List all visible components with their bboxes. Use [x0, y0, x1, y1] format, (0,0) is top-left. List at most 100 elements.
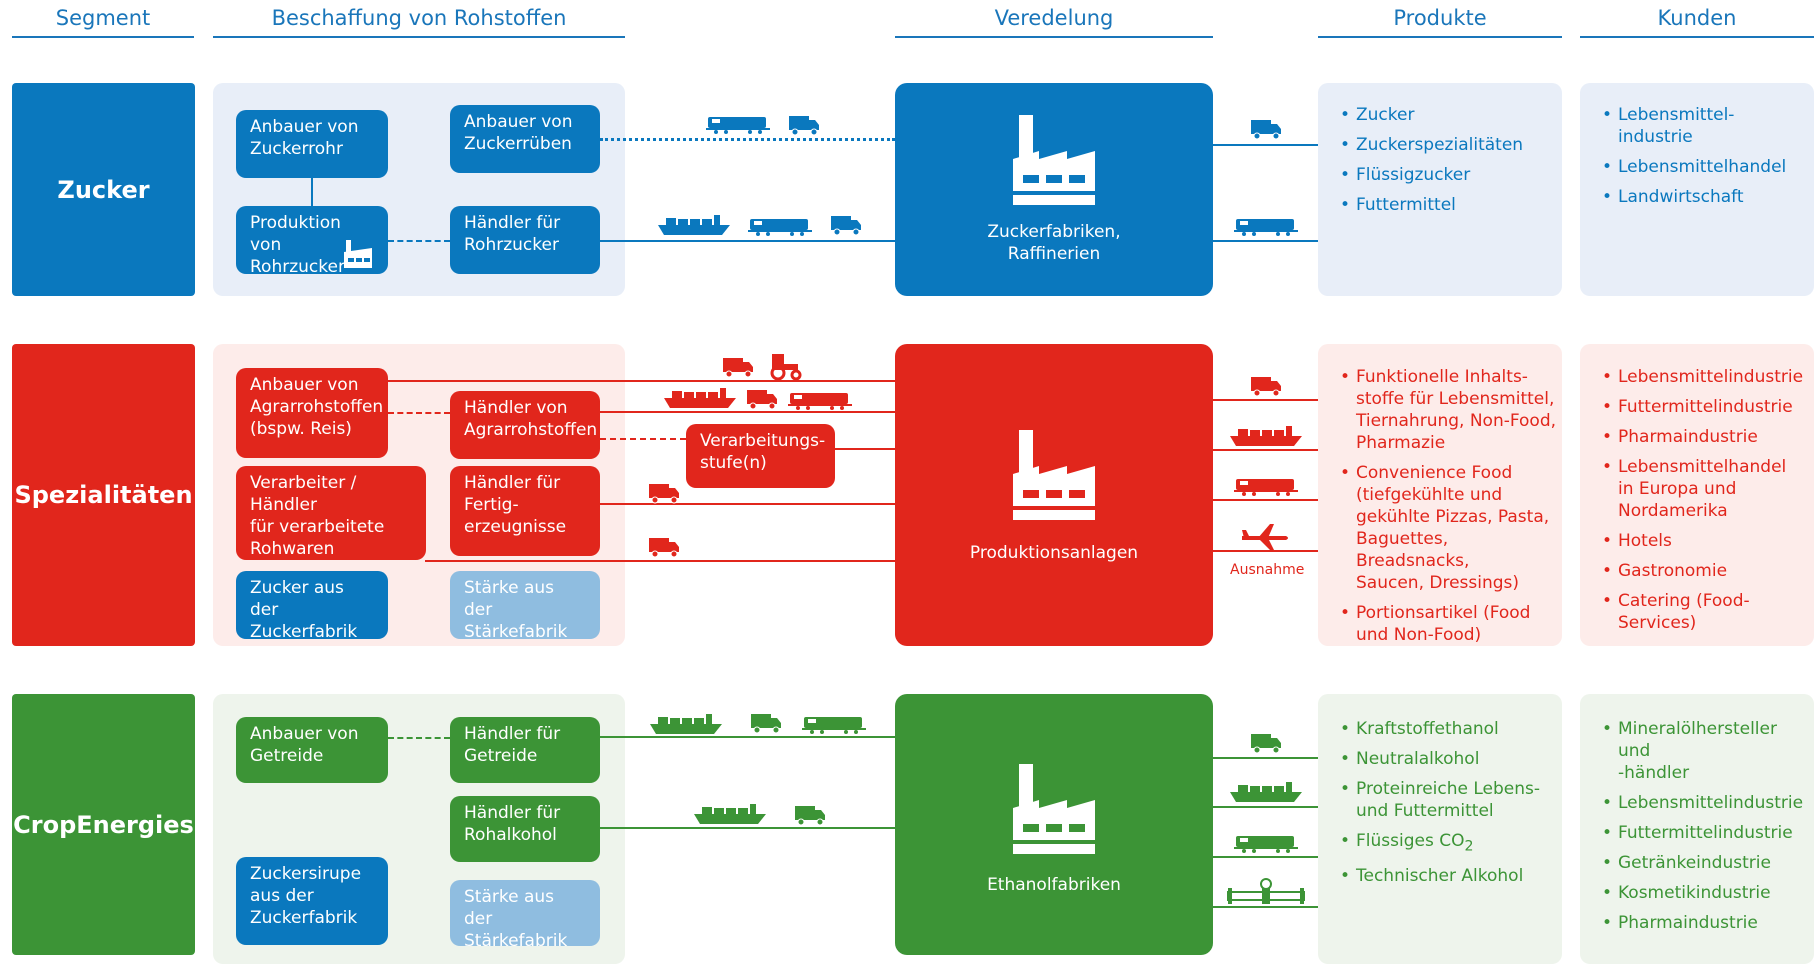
train-icon	[748, 216, 812, 236]
co2-subscript: 2	[1464, 838, 1474, 855]
truck-icon	[648, 536, 680, 558]
header-products: Produkte	[1318, 6, 1562, 38]
ship-icon	[658, 213, 730, 237]
factory-icon	[1009, 764, 1099, 854]
connector-line	[600, 503, 895, 505]
list-item: Kraftstoffethanol	[1340, 718, 1562, 740]
factory-icon	[1009, 115, 1099, 205]
connector-line	[600, 736, 895, 738]
crop-starch-box: Stärke aus der Stärkefabrik	[450, 880, 600, 951]
header-customers: Kunden	[1580, 6, 1814, 38]
connector-line	[600, 240, 895, 242]
crop-products-list: Kraftstoffethanol Neutralalkohol Protein…	[1340, 718, 1562, 887]
list-item: Zuckerspezialitäten	[1340, 134, 1560, 156]
connector-line	[1213, 856, 1318, 858]
list-item: Gastronomie	[1602, 560, 1814, 582]
list-item: Portionsartikel (Food und Non-Food)	[1340, 602, 1562, 646]
segment-spezialitaeten: Spezialitäten	[12, 344, 195, 646]
spez-processing-stage-box: Verarbeitungs- stufe(n)	[686, 424, 835, 488]
list-item: Lebensmittelindustrie	[1602, 366, 1814, 388]
list-item: Pharmaindustrie	[1602, 912, 1814, 934]
truck-icon	[1250, 375, 1282, 397]
zucker-customers-list: Lebensmittel- industrie Lebensmittelhand…	[1602, 104, 1812, 208]
connector-line	[1213, 144, 1318, 146]
list-item: Hotels	[1602, 530, 1814, 552]
spez-factory-label: Produktionsanlagen	[969, 543, 1139, 563]
list-item: Futtermittelindustrie	[1602, 396, 1814, 418]
list-item: Futtermittel	[1340, 194, 1560, 216]
spez-factory-box: Produktionsanlagen	[895, 344, 1213, 646]
factory-icon	[342, 238, 374, 270]
list-item: Flüssigzucker	[1340, 164, 1560, 186]
train-icon	[1231, 216, 1301, 236]
zucker-products-list: Zucker Zuckerspezialitäten Flüssigzucker…	[1340, 104, 1560, 216]
truck-icon	[1250, 118, 1282, 140]
truck-icon	[788, 114, 820, 136]
train-icon	[1231, 833, 1301, 853]
spez-customers-list: Lebensmittelindustrie Futtermittelindust…	[1602, 366, 1814, 634]
list-item: Mineralölhersteller und -händler	[1602, 718, 1814, 784]
segment-zucker: Zucker	[12, 83, 195, 296]
crop-sugar-syrup-box: Zuckersirupe aus der Zuckerfabrik	[236, 857, 388, 945]
crop-factory-label: Ethanolfabriken	[987, 875, 1121, 895]
list-item: Landwirtschaft	[1602, 186, 1812, 208]
list-item: Lebensmittelhandel	[1602, 156, 1812, 178]
list-item: Neutralalkohol	[1340, 748, 1562, 770]
header-procurement: Beschaffung von Rohstoffen	[213, 6, 625, 38]
list-item: Funktionelle Inhalts- stoffe für Lebensm…	[1340, 366, 1562, 454]
truck-icon	[648, 482, 680, 504]
connector-line	[1213, 906, 1318, 908]
ship-icon	[664, 386, 736, 410]
ship-icon	[650, 712, 722, 736]
exception-label: Ausnahme	[1230, 562, 1305, 578]
spez-sugar-from-factory-box: Zucker aus der Zuckerfabrik	[236, 571, 388, 642]
segment-cropenergies: CropEnergies	[12, 694, 195, 955]
connector-line	[1213, 806, 1318, 808]
list-item: Futtermittelindustrie	[1602, 822, 1814, 844]
zucker-cane-grower-box: Anbauer von Zuckerrohr	[236, 110, 388, 178]
train-icon	[786, 390, 854, 410]
crop-raw-alcohol-trader-box: Händler für Rohalkohol	[450, 796, 600, 862]
list-item: Pharmaindustrie	[1602, 426, 1814, 448]
truck-icon	[830, 214, 862, 236]
spez-agri-grower-box: Anbauer von Agrarrohstoffen (bspw. Reis)	[236, 368, 388, 458]
crop-grain-grower-box: Anbauer von Getreide	[236, 717, 388, 783]
spez-processor-trader-box: Verarbeiter / Händler für verarbeitete R…	[236, 466, 426, 560]
connector-line	[1213, 240, 1318, 242]
zucker-factory-label: Zuckerfabriken, Raffinerien	[987, 222, 1121, 264]
list-item: Technischer Alkohol	[1340, 865, 1562, 887]
plane-icon	[1240, 522, 1290, 552]
connector-dashed	[388, 240, 450, 242]
connector-dashed	[388, 737, 450, 739]
ship-icon	[1230, 424, 1302, 448]
list-item: Kosmetikindustrie	[1602, 882, 1814, 904]
spez-finished-goods-trader-box: Händler für Fertig- erzeugnisse	[450, 466, 600, 556]
crop-customers-list: Mineralölhersteller und -händler Lebensm…	[1602, 718, 1814, 934]
spez-starch-from-factory-box: Stärke aus der Stärkefabrik	[450, 571, 600, 642]
truck-icon	[746, 388, 778, 410]
spez-products-list: Funktionelle Inhalts- stoffe für Lebensm…	[1340, 366, 1562, 646]
tractor-icon	[768, 352, 804, 380]
connector-line	[1213, 757, 1318, 759]
zucker-factory-box: Zuckerfabriken, Raffinerien	[895, 83, 1213, 296]
truck-icon	[794, 804, 826, 826]
connector-dashed	[600, 438, 686, 440]
list-item: Convenience Food (tiefgekühlte und geküh…	[1340, 462, 1562, 594]
truck-icon	[750, 712, 782, 734]
connector-dotted	[600, 138, 895, 141]
connector-line	[311, 178, 313, 206]
crop-grain-trader-box: Händler für Getreide	[450, 717, 600, 783]
pipeline-icon	[1226, 878, 1306, 908]
train-icon	[800, 714, 868, 734]
connector-line	[1213, 550, 1318, 552]
factory-icon	[1009, 430, 1099, 520]
list-item: Flüssiges CO2	[1340, 830, 1562, 857]
zucker-raw-sugar-trader-box: Händler für Rohrzucker	[450, 206, 600, 274]
list-item: Proteinreiche Lebens- und Futtermittel	[1340, 778, 1562, 822]
header-segment: Segment	[12, 6, 194, 38]
truck-icon	[1250, 732, 1282, 754]
connector-line	[1213, 499, 1318, 501]
connector-line	[600, 411, 895, 413]
truck-icon	[722, 356, 754, 378]
connector-line	[600, 827, 895, 829]
